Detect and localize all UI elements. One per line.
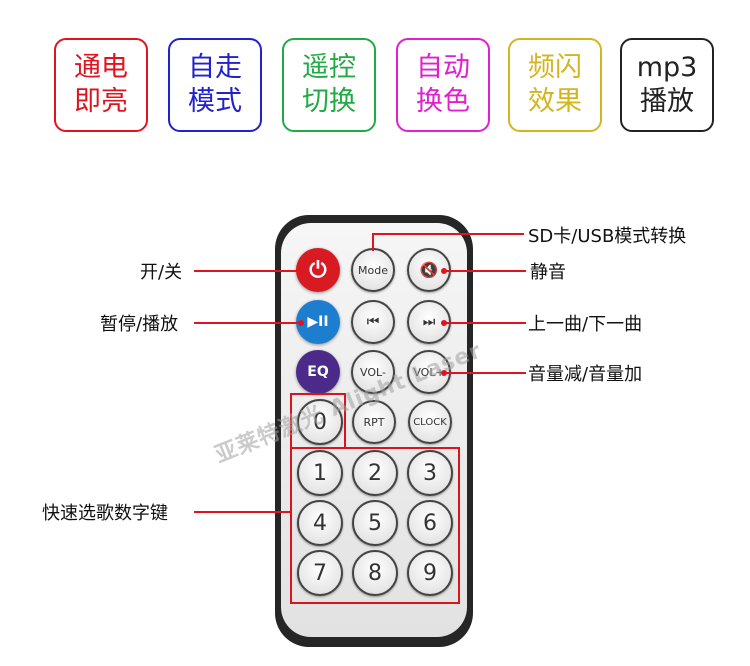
feature-mp3: mp3 播放: [620, 38, 714, 132]
callout-line: [444, 270, 526, 272]
digit-8-button[interactable]: 8: [352, 550, 398, 596]
feature-auto-mode: 自走 模式: [168, 38, 262, 132]
digit-2-button[interactable]: 2: [352, 450, 398, 496]
callout-number-keys: 快速选歌数字键: [42, 503, 168, 524]
feature-line: mp3: [636, 52, 698, 83]
feature-line: 通电: [74, 52, 128, 83]
digit-label: 8: [368, 560, 382, 586]
callout-line: [194, 322, 300, 324]
callout-dot: [441, 268, 447, 274]
digit-label: 9: [423, 560, 437, 586]
callout-dot: [441, 320, 447, 326]
vol-plus-label: VOL+: [413, 365, 445, 379]
digit-3-button[interactable]: 3: [407, 450, 453, 496]
prev-track-icon: ⏮: [366, 314, 380, 330]
feature-remote-switch: 遥控 切换: [282, 38, 376, 132]
callout-dot: [298, 268, 304, 274]
vol-plus-button[interactable]: VOL+: [407, 350, 451, 394]
callout-sd-usb: SD卡/USB模式转换: [528, 226, 687, 247]
repeat-button[interactable]: RPT: [352, 400, 396, 444]
prev-track-button[interactable]: ⏮: [351, 300, 395, 344]
feature-line: 即亮: [74, 86, 128, 117]
number-keys-frame-top: [290, 393, 346, 449]
digit-label: 6: [423, 510, 437, 536]
vol-minus-label: VOL-: [360, 365, 386, 379]
feature-strobe: 频闪 效果: [508, 38, 602, 132]
callout-line: [444, 322, 526, 324]
eq-label: EQ: [307, 364, 329, 380]
digit-5-button[interactable]: 5: [352, 500, 398, 546]
digit-4-button[interactable]: 4: [297, 500, 343, 546]
callout-track: 上一曲/下一曲: [528, 314, 643, 335]
callout-line: [194, 270, 300, 272]
clock-button[interactable]: CLOCK: [408, 400, 452, 444]
callout-dot: [441, 370, 447, 376]
feature-line: 自动: [416, 52, 470, 83]
eq-button[interactable]: EQ: [296, 350, 340, 394]
feature-line: 换色: [416, 86, 470, 117]
feature-line: 遥控: [302, 52, 356, 83]
digit-label: 3: [423, 460, 437, 486]
callout-dot: [298, 320, 304, 326]
mute-icon: 🔇: [419, 261, 439, 279]
next-track-icon: ⏭: [422, 314, 436, 330]
feature-line: 自走: [188, 52, 242, 83]
digit-7-button[interactable]: 7: [297, 550, 343, 596]
callout-play-pause: 暂停/播放: [100, 314, 179, 335]
clock-label: CLOCK: [413, 416, 447, 428]
callout-line: [194, 511, 291, 513]
callout-power: 开/关: [140, 262, 183, 283]
callout-line: [372, 233, 374, 251]
mode-label: Mode: [358, 263, 388, 277]
digit-9-button[interactable]: 9: [407, 550, 453, 596]
feature-line: 频闪: [528, 52, 582, 83]
digit-label: 5: [368, 510, 382, 536]
repeat-label: RPT: [363, 415, 385, 429]
number-keys-frame: [290, 447, 460, 604]
digit-1-button[interactable]: 1: [297, 450, 343, 496]
callout-volume: 音量减/音量加: [528, 364, 643, 385]
vol-minus-button[interactable]: VOL-: [351, 350, 395, 394]
feature-line: 播放: [640, 86, 694, 117]
mode-button[interactable]: Mode: [351, 248, 395, 292]
play-pause-button[interactable]: ▶II: [296, 300, 340, 344]
feature-auto-color: 自动 换色: [396, 38, 490, 132]
digit-label: 1: [313, 460, 327, 486]
feature-line: 模式: [188, 86, 242, 117]
callout-line: [444, 372, 526, 374]
digit-label: 0: [313, 409, 327, 435]
callout-line: [372, 233, 524, 235]
digit-label: 4: [313, 510, 327, 536]
digit-label: 7: [313, 560, 327, 586]
play-pause-icon: ▶II: [307, 314, 329, 330]
feature-line: 切换: [302, 86, 356, 117]
callout-mute: 静音: [530, 262, 566, 283]
feature-line: 效果: [528, 86, 582, 117]
digit-0-button[interactable]: 0: [297, 399, 343, 445]
digit-6-button[interactable]: 6: [407, 500, 453, 546]
feature-power-on: 通电 即亮: [54, 38, 148, 132]
power-icon: ⏻: [309, 257, 327, 283]
digit-label: 2: [368, 460, 382, 486]
